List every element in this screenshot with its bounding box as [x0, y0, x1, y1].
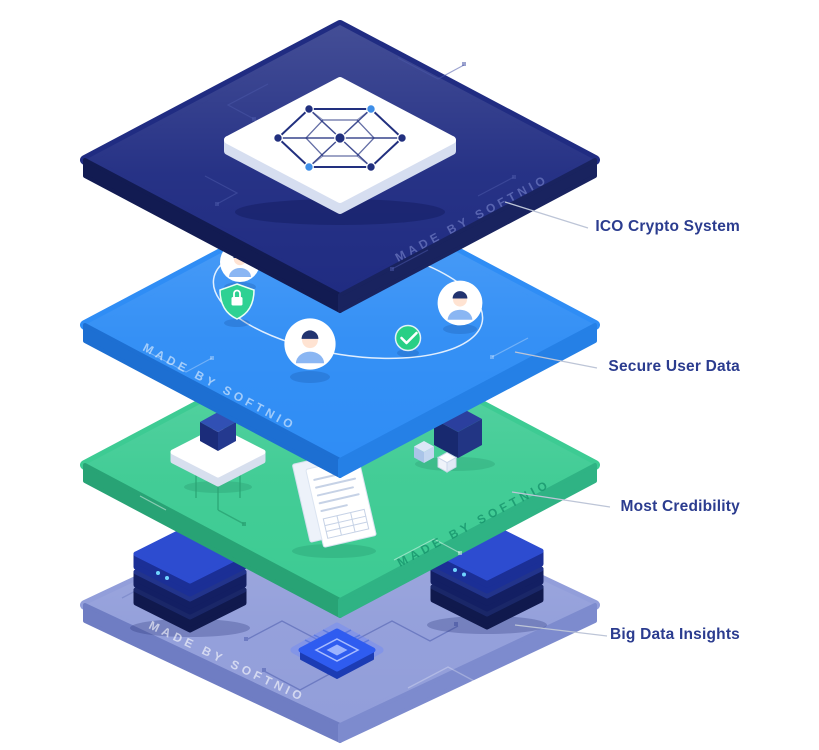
layer-ico-crypto-system: MADE BY SOFTNIO [80, 20, 600, 313]
circuit-traces [204, 57, 516, 271]
check-icon [394, 324, 422, 352]
shield-lock-icon [219, 283, 255, 320]
shadow [224, 319, 250, 327]
user-avatar-icon [284, 318, 336, 370]
layer-label-big-data-insights: Big Data Insights [610, 626, 740, 643]
user-avatar-icon [437, 280, 483, 326]
callout-line-secure-user-data [514, 351, 598, 369]
layer-right-side [338, 603, 597, 743]
cpu-chip-icon [290, 622, 384, 679]
layer-label-most-credibility: Most Credibility [621, 498, 741, 515]
layer-right-side [338, 158, 597, 313]
layer-right-side [338, 463, 597, 618]
circuit-traces [139, 495, 462, 561]
network-icon [273, 104, 407, 172]
shadow [290, 371, 330, 383]
callout-line-big-data-insights [514, 624, 608, 637]
shadow [292, 544, 376, 558]
layer-secure-user-data: MADE BY SOFTNIO [80, 185, 600, 478]
layer-label-secure-user-data: Secure User Data [608, 358, 740, 375]
callout-line-ico-crypto-system [504, 201, 589, 229]
shadow [443, 324, 477, 334]
server-stack-icon [133, 524, 247, 633]
layer-callouts: ICO Crypto System Secure User Data Most … [504, 201, 741, 643]
callout-line-most-credibility [511, 491, 611, 508]
circuit-traces [147, 337, 529, 373]
layer-right-side [338, 323, 597, 478]
layer-label-ico-crypto-system: ICO Crypto System [595, 218, 740, 235]
shadow [397, 349, 419, 357]
